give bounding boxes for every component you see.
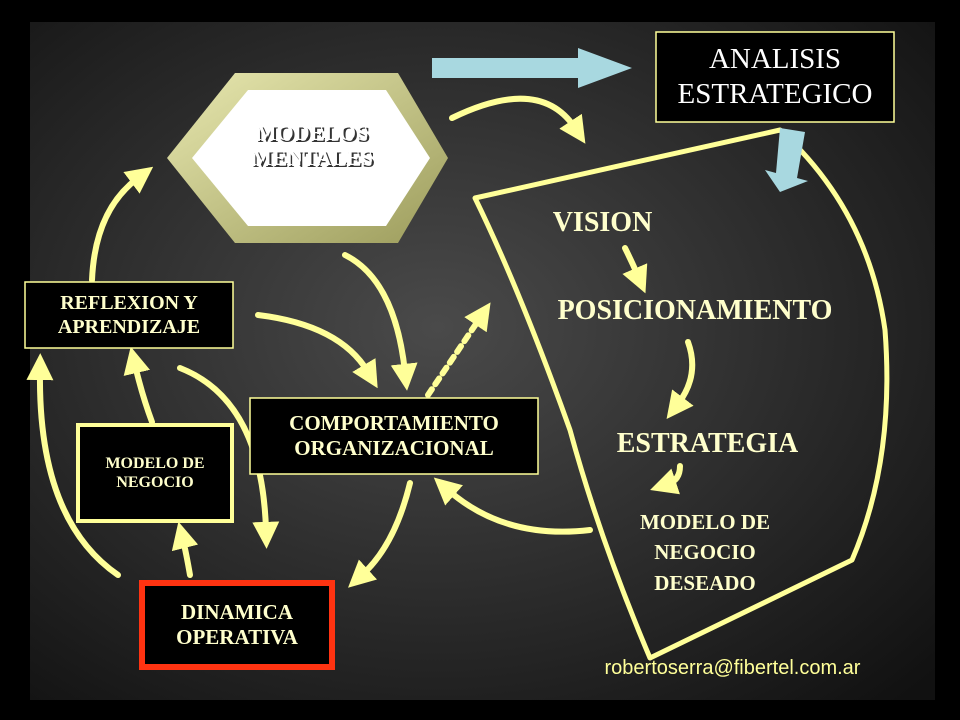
vision-label: VISION xyxy=(552,207,653,238)
modelos-line1: MODELOS xyxy=(255,120,369,145)
strategy-shield-outline xyxy=(472,127,890,661)
dinamica-box-border xyxy=(139,580,335,670)
arrow-posicionamiento-to-estrategia xyxy=(666,339,696,420)
analisis-line2: ESTRATEGICO xyxy=(677,78,873,110)
arrow-modelos-to-comportamiento xyxy=(342,252,418,391)
posicionamiento-label: POSICIONAMIENTO xyxy=(557,295,833,326)
analisis-line1: ANALISIS xyxy=(708,43,842,76)
modelo-negocio-line2: NEGOCIO xyxy=(116,474,194,491)
deseado-line3: DESEADO xyxy=(654,570,756,595)
modelo-negocio-box-border xyxy=(76,423,234,523)
arrow-modelo-negocio-to-reflexion xyxy=(123,346,155,425)
arrow-reflexion-to-dinamica xyxy=(177,365,280,549)
comportamiento-line1: COMPORTAMIENTO xyxy=(289,410,499,435)
modelos-mentales-label: MODELOS MENTALES xyxy=(212,120,412,171)
blue-arrow-diagonal xyxy=(765,128,808,192)
analisis-box-border xyxy=(655,31,895,123)
modelo-negocio-deseado-label: MODELO DE NEGOCIO DESEADO xyxy=(600,507,810,598)
deseado-line1: MODELO DE xyxy=(639,510,771,534)
arrow-comportamiento-dotted xyxy=(425,302,491,398)
modelo-negocio-line1: MODELO DE xyxy=(105,454,205,472)
arrow-hexagon-to-shield xyxy=(449,95,586,144)
blue-arrow-horizontal xyxy=(432,48,632,88)
comportamiento-organizacional-box: COMPORTAMIENTO ORGANIZACIONAL xyxy=(250,398,538,474)
dinamica-line2: OPERATIVA xyxy=(176,625,298,649)
arrow-estrategia-to-modelo-deseado xyxy=(650,463,683,495)
arrow-vision-to-posicionamiento xyxy=(622,245,648,294)
modelos-line2: MENTALES xyxy=(251,145,373,171)
dinamica-line1: DINAMICA xyxy=(181,599,293,624)
arrow-shield-to-comportamiento xyxy=(433,477,593,535)
arrow-dinamica-to-reflexion-left xyxy=(26,353,121,578)
arrow-comportamiento-to-dinamica xyxy=(348,480,413,588)
comportamiento-line2: ORGANIZACIONAL xyxy=(294,436,494,460)
analisis-estrategico-box: ANALISIS ESTRATEGICO xyxy=(656,32,894,122)
deseado-line2: NEGOCIO xyxy=(654,540,756,565)
dinamica-operativa-box: DINAMICA OPERATIVA xyxy=(142,583,332,667)
arrow-dinamica-to-modelo-negocio xyxy=(171,521,199,578)
modelo-negocio-box: MODELO DE NEGOCIO xyxy=(78,425,232,521)
reflexion-line2: APRENDIZAJE xyxy=(57,316,201,338)
author-email: robertoserra@fibertel.com.ar xyxy=(604,657,861,679)
estrategia-label: ESTRATEGIA xyxy=(616,428,799,459)
comportamiento-box-border xyxy=(249,397,539,475)
reflexion-aprendizaje-box: REFLEXION Y APRENDIZAJE xyxy=(25,282,233,348)
reflexion-box-border xyxy=(24,281,234,349)
reflexion-line1: REFLEXION Y xyxy=(60,292,198,314)
arrow-reflexion-to-modelos xyxy=(89,166,154,283)
modelos-mentales-hexagon xyxy=(167,73,448,243)
arrow-reflexion-to-comportamiento xyxy=(255,312,378,389)
